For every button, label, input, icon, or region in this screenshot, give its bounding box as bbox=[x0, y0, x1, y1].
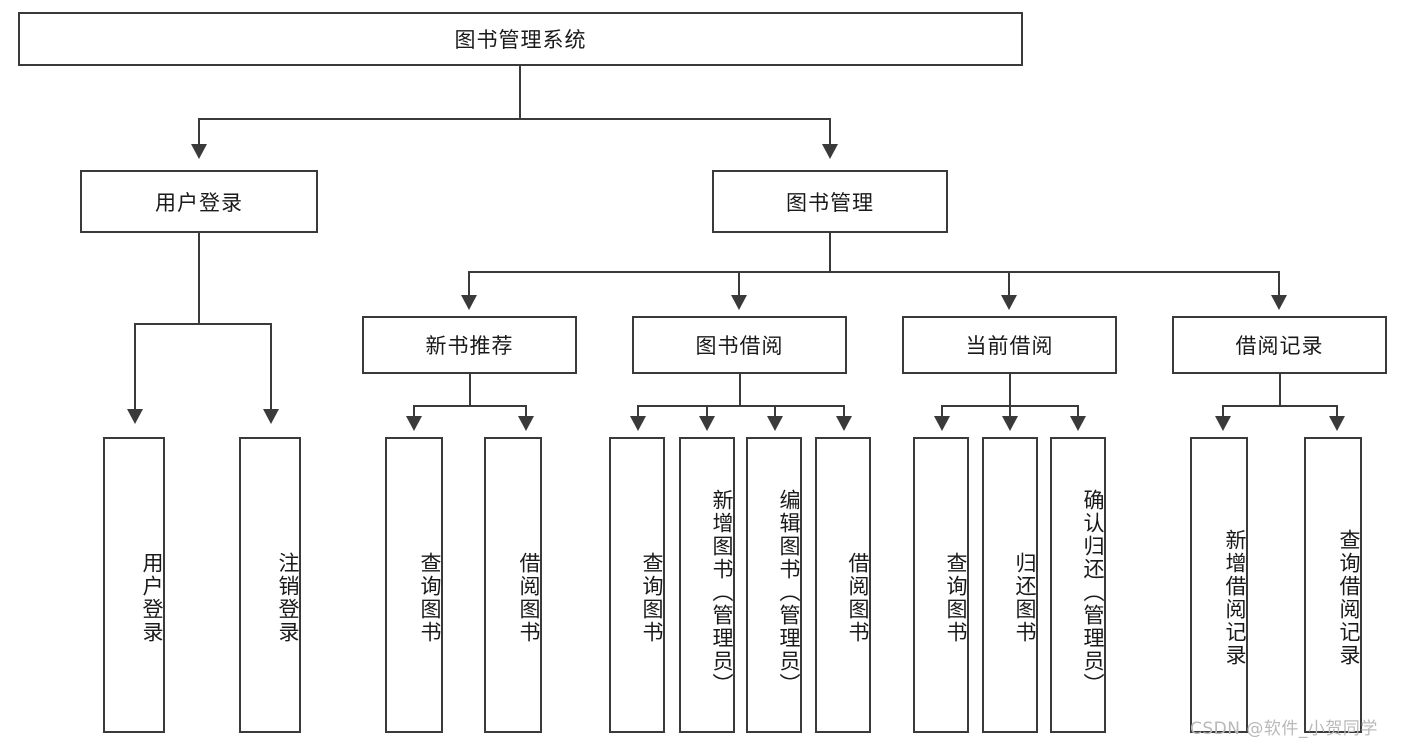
edge-borrowrecord-bus bbox=[1222, 405, 1338, 407]
edge-root-drop-left bbox=[198, 118, 200, 146]
arrow-to-user-login bbox=[191, 144, 207, 159]
edge-currentborrow-drop-2 bbox=[1009, 405, 1011, 418]
leaf-borrow-book-borrow[interactable]: 借阅图书 bbox=[815, 437, 871, 733]
edge-bookmanage-bus bbox=[468, 271, 1280, 273]
node-label: 查询图书 bbox=[418, 552, 442, 644]
edge-bookmanage-drop-2 bbox=[738, 271, 740, 297]
arrow-to-leaf-add-record bbox=[1215, 416, 1231, 431]
leaf-borrow-book-newbook[interactable]: 借阅图书 bbox=[484, 437, 542, 733]
arrow-to-leaf-query-book-2 bbox=[630, 416, 646, 431]
leaf-edit-book-admin[interactable]: 编辑图书（管理员） bbox=[746, 437, 802, 733]
node-label: 查询图书 bbox=[640, 552, 664, 644]
edge-userlogin-stem bbox=[198, 233, 200, 323]
leaf-query-book-borrow[interactable]: 查询图书 bbox=[609, 437, 665, 733]
arrow-to-leaf-edit-book bbox=[767, 416, 783, 431]
edge-bookborrow-bus bbox=[637, 405, 845, 407]
edge-bookborrow-stem bbox=[739, 374, 741, 405]
arrow-to-book-manage bbox=[822, 144, 838, 159]
edge-currentborrow-stem bbox=[1009, 374, 1011, 405]
node-label: 用户登录 bbox=[140, 552, 164, 644]
node-label: 图书管理 bbox=[786, 190, 874, 215]
arrow-to-leaf-borrow-book-2 bbox=[836, 416, 852, 431]
node-label: 当前借阅 bbox=[965, 334, 1054, 358]
node-label: 新增图书（管理员） bbox=[710, 488, 734, 696]
node-label: 归还图书 bbox=[1013, 552, 1037, 644]
node-label: 编辑图书（管理员） bbox=[777, 488, 801, 696]
leaf-query-book-current[interactable]: 查询图书 bbox=[913, 437, 969, 733]
leaf-return-book[interactable]: 归还图书 bbox=[982, 437, 1038, 733]
arrow-to-leaf-add-book bbox=[699, 416, 715, 431]
node-label: 借阅图书 bbox=[846, 552, 870, 644]
edge-bookborrow-drop-3 bbox=[774, 405, 776, 418]
edge-root-bus bbox=[198, 118, 831, 120]
watermark-text: CSDN @软件_小贺同学 bbox=[1190, 719, 1378, 739]
arrow-to-leaf-query-book-1 bbox=[406, 416, 422, 431]
arrow-to-new-book bbox=[461, 295, 477, 310]
arrow-to-leaf-return-book bbox=[1002, 416, 1018, 431]
leaf-logout[interactable]: 注销登录 bbox=[239, 437, 301, 733]
arrow-to-borrow-record bbox=[1271, 295, 1287, 310]
arrow-to-leaf-borrow-book-1 bbox=[518, 416, 534, 431]
node-label: 用户登录 bbox=[155, 190, 243, 215]
edge-newbook-drop-2 bbox=[525, 405, 527, 418]
edge-newbook-bus bbox=[413, 405, 527, 407]
node-label: 图书管理系统 bbox=[454, 28, 587, 52]
edge-newbook-stem bbox=[469, 374, 471, 405]
edge-userlogin-bus bbox=[134, 323, 272, 325]
edge-bookborrow-drop-4 bbox=[843, 405, 845, 418]
node-book-manage[interactable]: 图书管理 bbox=[712, 170, 948, 233]
node-label: 图书借阅 bbox=[695, 334, 784, 358]
node-label: 新增借阅记录 bbox=[1223, 529, 1247, 667]
node-label: 确认归还（管理员） bbox=[1081, 488, 1105, 696]
leaf-query-book-newbook[interactable]: 查询图书 bbox=[385, 437, 443, 733]
edge-userlogin-drop-1 bbox=[134, 323, 136, 411]
edge-bookborrow-drop-2 bbox=[706, 405, 708, 418]
node-root-system[interactable]: 图书管理系统 bbox=[18, 12, 1023, 66]
arrow-to-current-borrow bbox=[1001, 295, 1017, 310]
node-label: 新书推荐 bbox=[425, 334, 514, 358]
edge-root-stem bbox=[519, 66, 521, 118]
edge-borrowrecord-drop-2 bbox=[1336, 405, 1338, 418]
arrow-to-leaf-query-record bbox=[1329, 416, 1345, 431]
arrow-to-leaf-user-login bbox=[127, 409, 143, 424]
arrow-to-book-borrow bbox=[731, 295, 747, 310]
edge-bookmanage-stem bbox=[829, 233, 831, 271]
node-current-borrow[interactable]: 当前借阅 bbox=[902, 316, 1117, 374]
node-label: 借阅记录 bbox=[1235, 334, 1324, 358]
edge-currentborrow-drop-3 bbox=[1077, 405, 1079, 418]
edge-userlogin-drop-2 bbox=[270, 323, 272, 411]
node-book-borrow[interactable]: 图书借阅 bbox=[632, 316, 847, 374]
node-borrow-record[interactable]: 借阅记录 bbox=[1172, 316, 1387, 374]
arrow-to-leaf-confirm-return bbox=[1070, 416, 1086, 431]
edge-bookborrow-drop-1 bbox=[637, 405, 639, 418]
node-label: 注销登录 bbox=[276, 552, 300, 644]
edge-bookmanage-drop-3 bbox=[1008, 271, 1010, 297]
leaf-add-book-admin[interactable]: 新增图书（管理员） bbox=[679, 437, 735, 733]
node-label: 查询图书 bbox=[944, 552, 968, 644]
edge-bookmanage-drop-1 bbox=[468, 271, 470, 297]
edge-borrowrecord-stem bbox=[1279, 374, 1281, 405]
edge-newbook-drop-1 bbox=[413, 405, 415, 418]
leaf-query-borrow-record[interactable]: 查询借阅记录 bbox=[1304, 437, 1362, 733]
edge-borrowrecord-drop-1 bbox=[1222, 405, 1224, 418]
node-label: 借阅图书 bbox=[517, 552, 541, 644]
node-user-login[interactable]: 用户登录 bbox=[80, 170, 318, 233]
edge-root-drop-right bbox=[829, 118, 831, 146]
arrow-to-leaf-query-book-3 bbox=[934, 416, 950, 431]
leaf-confirm-return-admin[interactable]: 确认归还（管理员） bbox=[1050, 437, 1106, 733]
arrow-to-leaf-logout bbox=[263, 409, 279, 424]
leaf-user-login[interactable]: 用户登录 bbox=[103, 437, 165, 733]
edge-bookmanage-drop-4 bbox=[1278, 271, 1280, 297]
edge-currentborrow-drop-1 bbox=[941, 405, 943, 418]
leaf-add-borrow-record[interactable]: 新增借阅记录 bbox=[1190, 437, 1248, 733]
node-new-book-recommend[interactable]: 新书推荐 bbox=[362, 316, 577, 374]
node-label: 查询借阅记录 bbox=[1337, 529, 1361, 667]
